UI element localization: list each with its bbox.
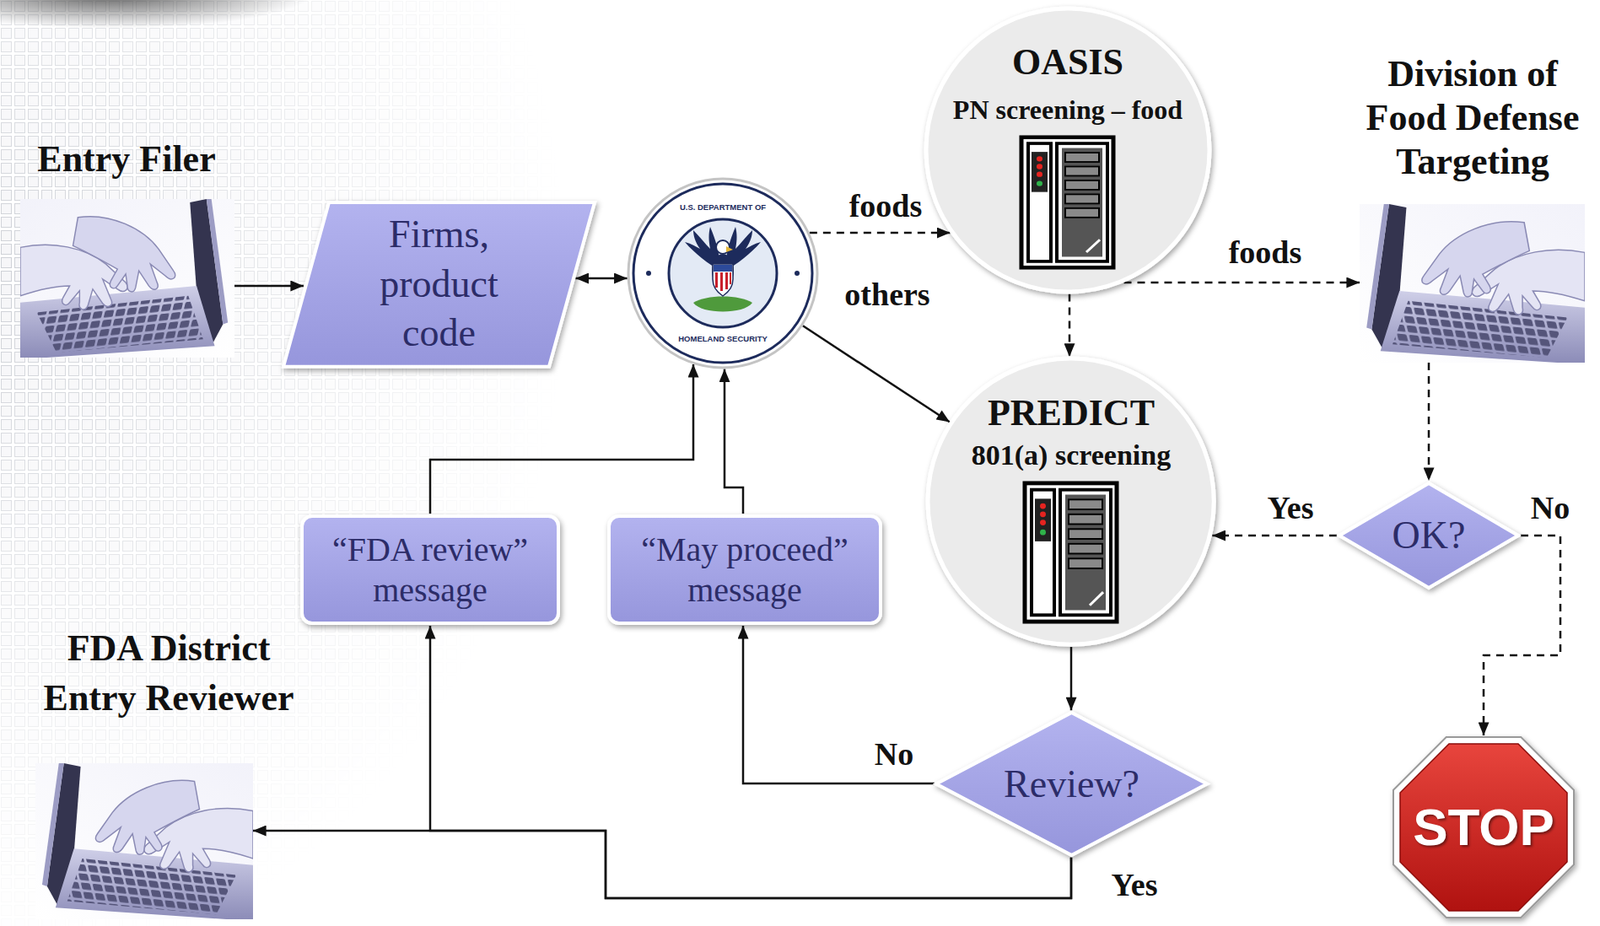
flow-arrow	[1212, 534, 1337, 538]
flow-arrow	[575, 277, 627, 281]
grid-texture	[0, 0, 760, 926]
actor-heading: FDA District Entry Reviewer	[29, 623, 308, 724]
edge-label-box: others	[844, 276, 930, 314]
flow-arrow	[743, 625, 935, 784]
laptop-picture	[1359, 204, 1585, 363]
flow-arrow	[802, 325, 950, 422]
entry-filer-actor: Entry Filer	[12, 134, 241, 361]
reviewer-actor: FDA District Entry Reviewer	[25, 619, 313, 921]
screening-system: PREDICT 801(a) screening	[924, 355, 1218, 648]
screening-system: OASIS PN screening – food	[922, 5, 1213, 296]
system-name: OASIS	[1012, 42, 1124, 83]
flow-arrow	[809, 231, 951, 235]
flow-arrow	[724, 368, 744, 514]
edge-label-box: foods	[849, 188, 923, 226]
stop-sign: STOP	[1391, 735, 1576, 920]
agency-seal: U.S. DEPARTMENT OF HOMELAND SECURITY	[625, 176, 820, 371]
corner-shadow	[0, 0, 313, 29]
seal-text: HOMELAND SECURITY	[678, 334, 768, 345]
targeting-actor: Division of Food Defense Targeting	[1354, 48, 1591, 365]
edge-label: others	[844, 276, 930, 314]
edge-label-box: foods	[1228, 234, 1303, 272]
actor-heading: Entry Filer	[37, 138, 216, 182]
system-name: PREDICT	[987, 393, 1155, 434]
node-text: OK?	[1392, 511, 1466, 559]
flow-arrow	[1483, 535, 1561, 736]
flow-arrow	[253, 830, 1072, 899]
laptop-picture	[35, 763, 254, 920]
flow-arrow	[234, 285, 304, 288]
seal-text: U.S. DEPARTMENT OF	[679, 202, 766, 213]
system-function: 801(a) screening	[971, 438, 1171, 472]
node-text: “May proceed” message	[630, 529, 859, 611]
edge-label: Yes	[1267, 490, 1315, 528]
edge-label: No	[1530, 490, 1570, 528]
message-box: “FDA review” message	[299, 513, 561, 626]
system-function: PN screening – food	[953, 94, 1183, 126]
decision-diamond: OK?	[1336, 480, 1521, 591]
node-text: Review?	[1003, 760, 1140, 808]
edge-label: No	[874, 736, 914, 774]
server-icon	[1018, 134, 1116, 270]
edge-label-box: Yes	[1111, 867, 1159, 905]
node-text: Firms, product code	[350, 210, 528, 360]
edge-label-box: No	[874, 736, 914, 774]
edge-label-box: No	[1530, 490, 1570, 528]
flow-arrow	[1068, 293, 1072, 356]
edge-label: foods	[1228, 234, 1303, 272]
flow-arrow	[1070, 646, 1073, 711]
edge-label: foods	[849, 188, 923, 226]
laptop-picture	[20, 199, 235, 358]
message-box: “May proceed” message	[606, 513, 884, 626]
stop-text: STOP	[1412, 798, 1555, 857]
server-icon	[1022, 480, 1120, 625]
flow-arrow	[1427, 362, 1431, 481]
edge-label: Yes	[1111, 867, 1159, 905]
data-parallelogram: Firms, product code	[280, 199, 598, 370]
flow-arrow	[430, 364, 694, 514]
decision-diamond: Review?	[933, 710, 1210, 858]
node-text: “FDA review” message	[320, 529, 540, 611]
edge-label-box: Yes	[1267, 490, 1315, 528]
actor-heading: Division of Food Defense Targeting	[1356, 52, 1590, 184]
flow-arrow	[1123, 281, 1360, 285]
